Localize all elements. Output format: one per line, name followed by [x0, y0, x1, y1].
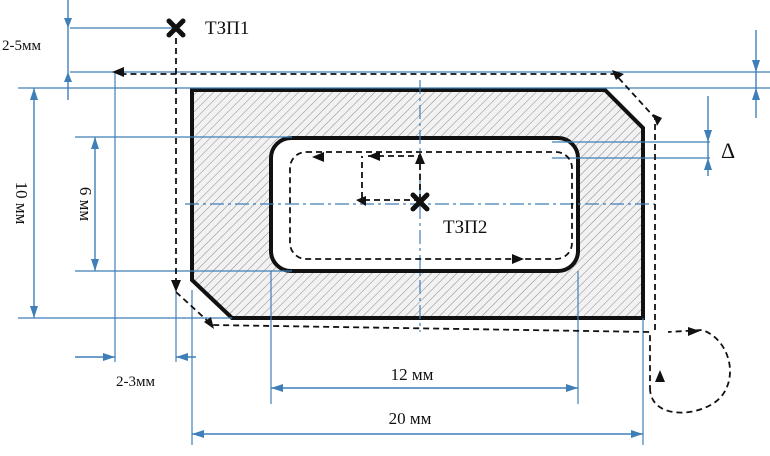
inner-tool-path [289, 151, 573, 264]
extension-lines [18, 27, 770, 445]
cross-marker-icon [410, 192, 430, 212]
height-outer-label: 10 мм [12, 182, 31, 225]
clearance-top-label: 2-5мм [2, 38, 41, 54]
width-inner-label: 12 мм [391, 365, 434, 384]
start-point-2: ТЗП2 [410, 192, 487, 238]
allowance-label: Δ [721, 138, 735, 163]
outer-tool-path [112, 38, 731, 414]
height-inner-label: 6 мм [76, 187, 95, 222]
dimension-height-inner: 6 мм [76, 137, 99, 271]
dimension-width-inner: 12 мм [271, 365, 578, 392]
dimension-clearance-side: 2-3мм [75, 353, 196, 390]
dimension-height-outer: 10 мм [12, 88, 38, 318]
start-point-2-label: ТЗП2 [443, 217, 487, 238]
dimension-clearance-top: 2-5мм [2, 0, 72, 100]
dimension-width-outer: 20 мм [192, 409, 643, 438]
clearance-side-label: 2-3мм [116, 374, 155, 390]
start-point-1-label: ТЗП1 [205, 18, 249, 39]
cross-marker-icon [166, 18, 186, 38]
width-outer-label: 20 мм [389, 409, 432, 428]
dimension-clearance-top-right [752, 30, 760, 118]
dimension-allowance: Δ [704, 96, 735, 176]
start-point-1: ТЗП1 [166, 18, 249, 39]
